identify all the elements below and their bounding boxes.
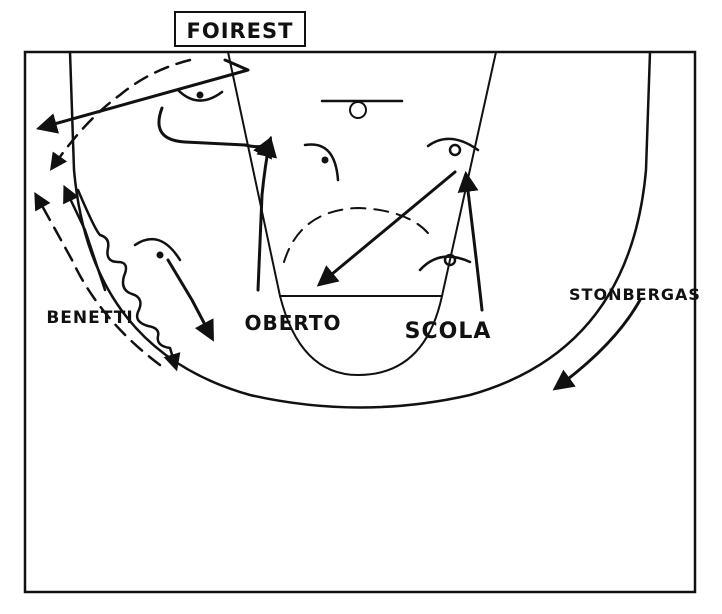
free-throw-circle-top	[283, 207, 433, 263]
cut-arrow-oberto-up	[256, 135, 278, 292]
cut-arrow-benetti-up	[63, 184, 107, 292]
top-label-box	[174, 11, 306, 47]
dashed-path-corner-up	[34, 191, 162, 367]
player-label-foirest: FOIREST	[187, 19, 294, 43]
cut-arrow-scola-up	[457, 170, 484, 312]
player-marker-right-elbow	[426, 137, 480, 157]
free-throw-circle-bottom	[279, 295, 443, 376]
three-point-line	[68, 50, 652, 409]
player-marker-scola	[418, 253, 472, 272]
court-boundary	[23, 50, 697, 594]
dashed-path-top-to-corner	[50, 58, 192, 171]
cut-arrow-stonbergas	[552, 298, 642, 391]
player-label-oberto: OBERTO	[244, 311, 341, 335]
player-marker-high-post	[303, 143, 340, 182]
player-label-benetti: BENETTI	[46, 308, 133, 328]
lane-line-right	[441, 51, 497, 297]
hoop	[349, 101, 367, 119]
cut-arrow-left-wing-down	[166, 258, 214, 342]
pass-arrow-elbow-to-oberto	[316, 170, 457, 287]
player-marker-left-wing	[133, 237, 182, 262]
lane-line-left	[227, 51, 281, 297]
player-label-scola: SCOLA	[405, 319, 492, 344]
cut-arrow-top-curl	[157, 106, 272, 160]
player-label-stonbergas: STONBERGAS	[569, 285, 701, 304]
pass-arrow-top-to-corner	[35, 58, 250, 134]
dribble-line-benetti	[76, 188, 181, 372]
player-marker-top	[176, 88, 224, 102]
